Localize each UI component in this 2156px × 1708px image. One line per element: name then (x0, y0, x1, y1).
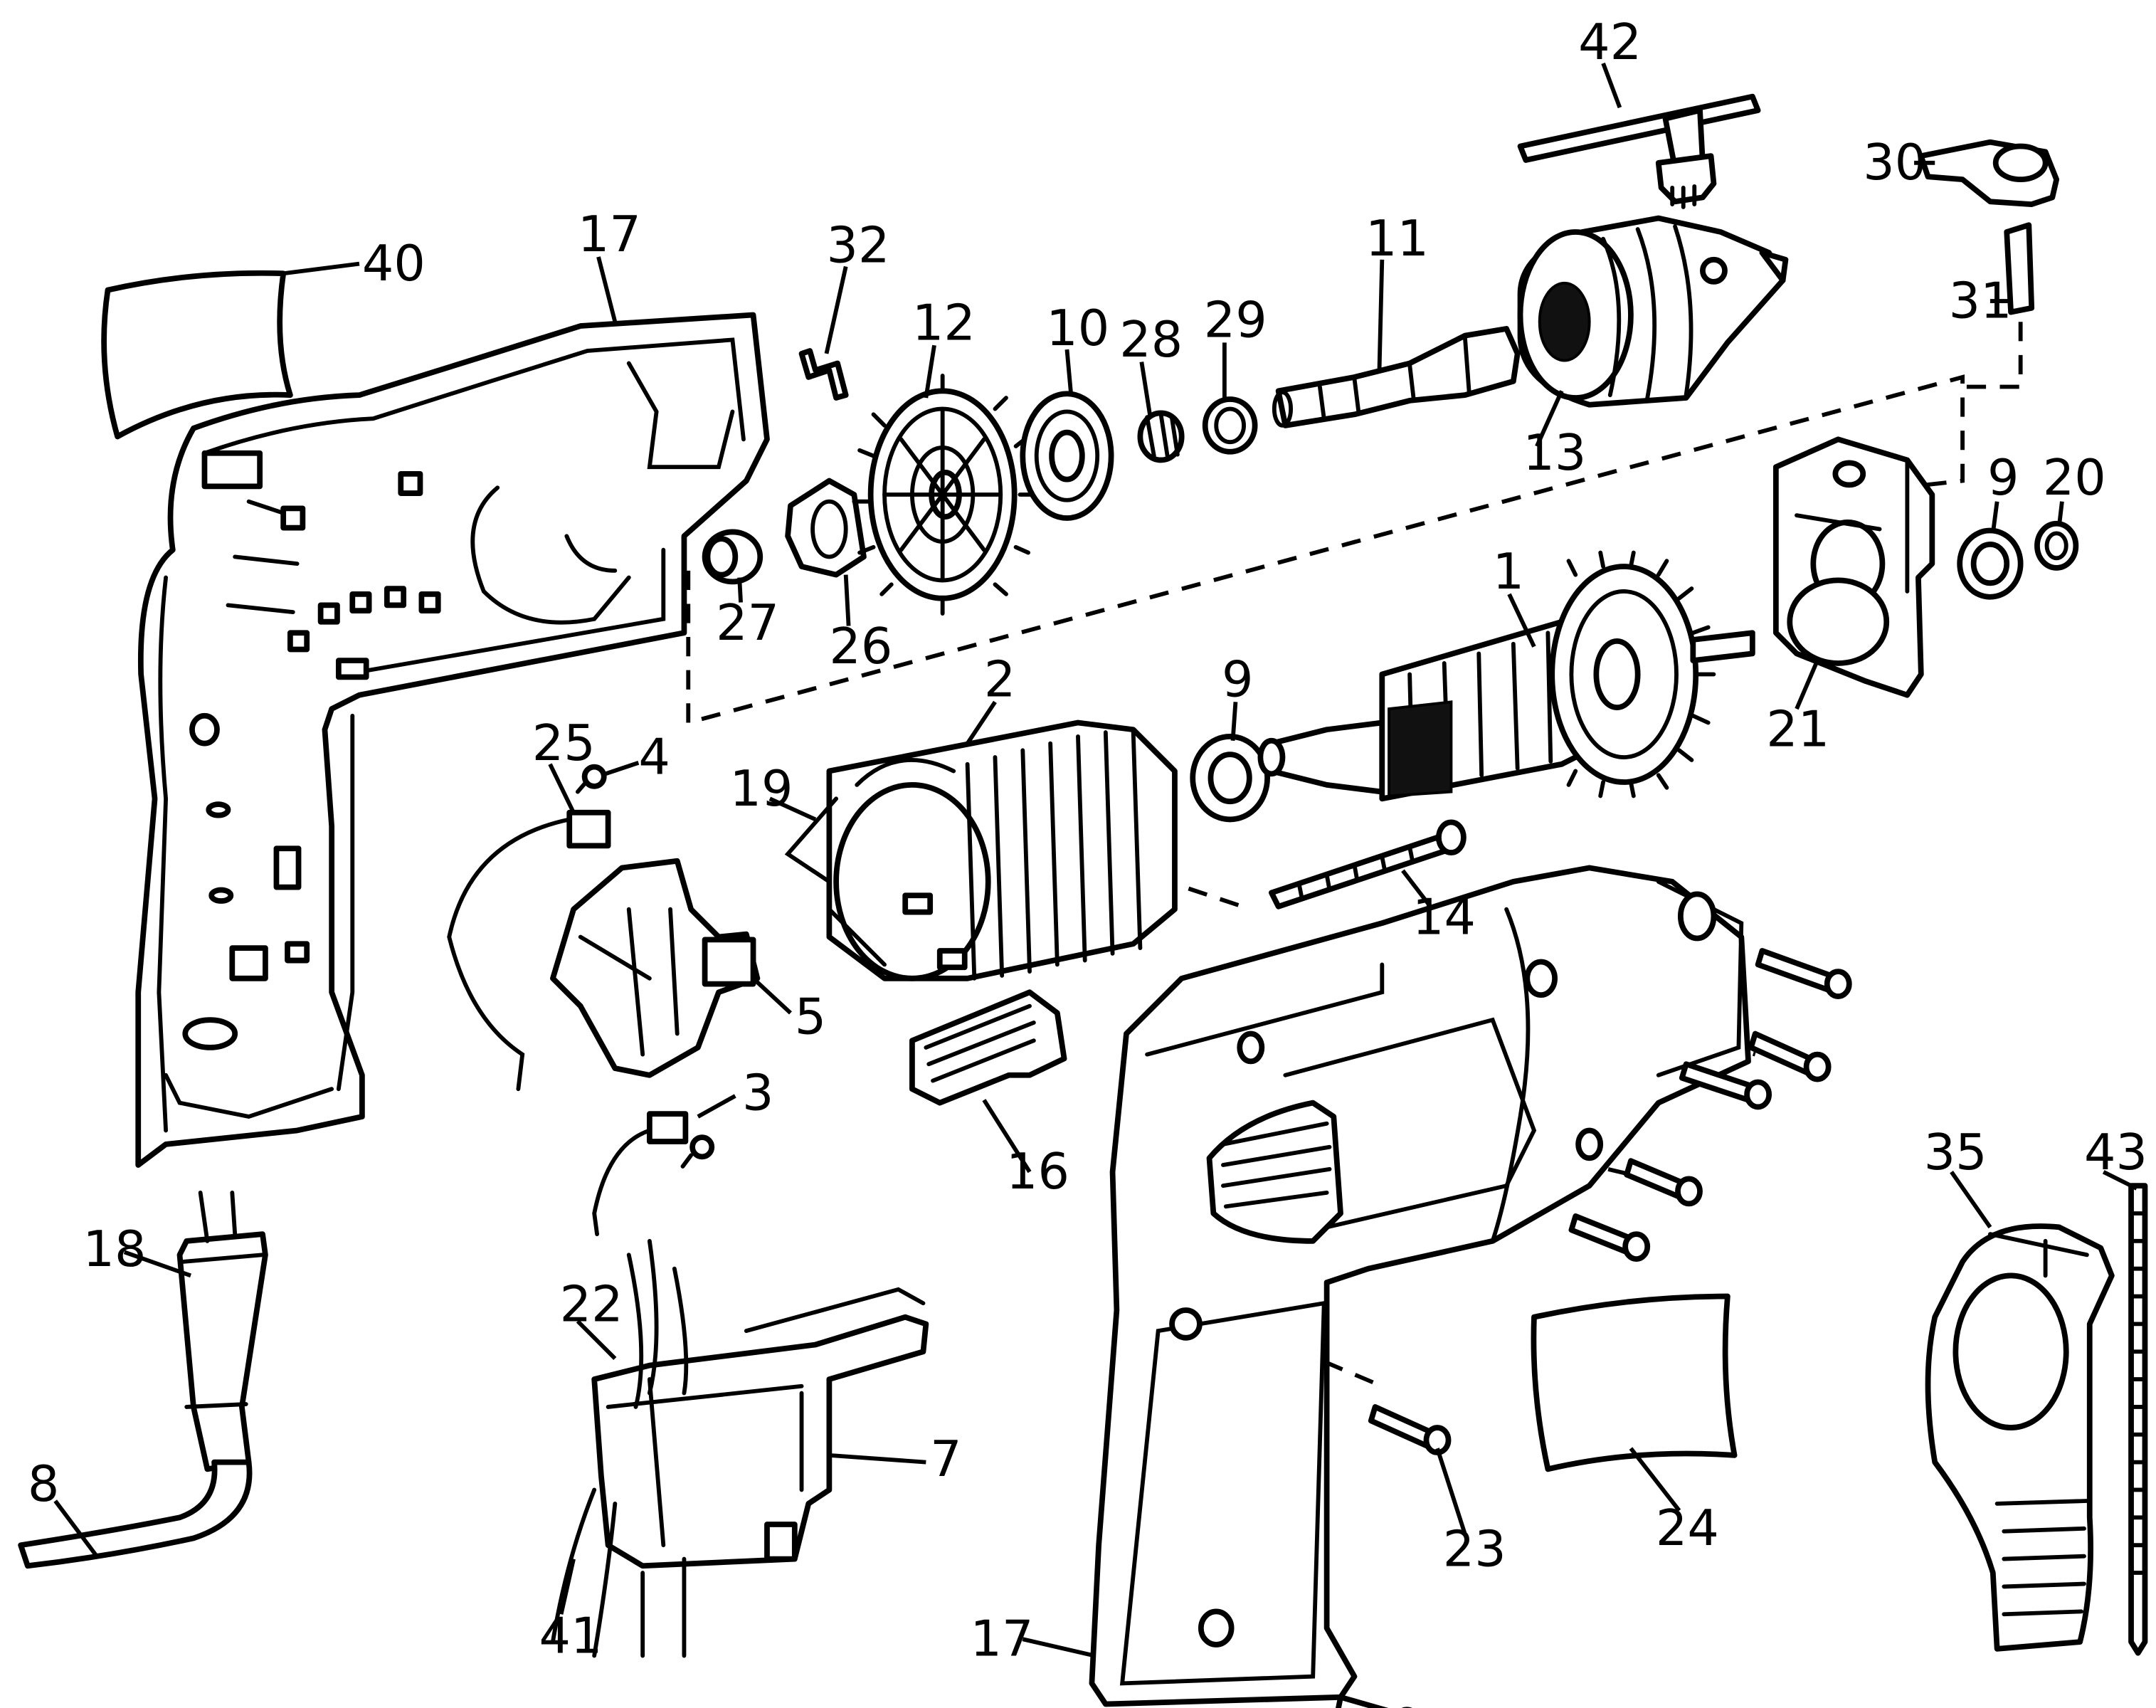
bearing-9-lower (1190, 734, 1270, 823)
callout-29: 29 (1204, 292, 1267, 349)
callout-31: 31 (1949, 272, 2012, 330)
callout-25: 25 (532, 715, 596, 772)
callout-10: 10 (1046, 300, 1109, 357)
callout-1: 1 (1493, 543, 1524, 601)
bearing-9-upper (1957, 527, 2024, 600)
right-housing-half-17 (1089, 865, 1751, 1707)
callout-26: 26 (829, 618, 892, 675)
callout-42: 42 (1578, 14, 1642, 71)
depth-rod-43 (2128, 1183, 2148, 1656)
callout-9-upper: 9 (1987, 449, 2019, 507)
bearing-10 (1020, 391, 1114, 521)
switch-cover-16 (909, 989, 1067, 1106)
callout-19: 19 (730, 760, 793, 818)
callout-12: 12 (912, 294, 976, 352)
clip-32 (798, 348, 849, 401)
callout-24: 24 (1656, 1499, 1719, 1557)
brush-holder-5 (550, 858, 761, 1078)
side-handle-35 (1925, 1223, 2115, 1652)
callout-2: 2 (984, 651, 1015, 709)
housing-screws (1336, 948, 1852, 1708)
bushing-27 (702, 529, 763, 585)
callout-23: 23 (1443, 1520, 1506, 1578)
callout-13: 13 (1523, 424, 1586, 482)
callout-14: 14 (1412, 889, 1476, 947)
callout-4: 4 (638, 728, 670, 786)
gear-hub-26 (785, 478, 867, 578)
callout-40: 40 (362, 235, 426, 292)
pin-31 (2004, 222, 2035, 315)
screw-23 (1368, 1404, 1452, 1455)
lever-30 (1918, 139, 2060, 208)
callout-28: 28 (1119, 311, 1183, 369)
label-sheet-24 (1531, 1293, 1738, 1472)
gear-case-21 (1772, 436, 1935, 698)
leader-lines (53, 62, 2138, 1658)
callout-21: 21 (1766, 701, 1829, 759)
chuck-key-42 (1517, 93, 1761, 209)
gear-12 (852, 374, 1036, 616)
callout-43: 43 (2084, 1124, 2147, 1181)
spring-4 (575, 764, 607, 794)
callout-9-lower: 9 (1222, 651, 1253, 709)
armature-1 (1257, 550, 1755, 802)
power-cord-8 (18, 1459, 253, 1569)
label-sheet-40 (101, 270, 293, 440)
switch-7 (591, 1287, 929, 1569)
callout-32: 32 (826, 217, 889, 275)
chuck-13 (1517, 215, 1789, 408)
washer-20 (2034, 520, 2079, 571)
callout-18: 18 (83, 1221, 147, 1278)
field-stator-2 (784, 719, 1178, 981)
spring-28 (1137, 410, 1185, 463)
callout-labels: 40 17 32 12 10 28 29 11 42 30 31 13 27 2… (28, 14, 2147, 1667)
callout-3: 3 (742, 1064, 773, 1122)
callout-22: 22 (560, 1275, 623, 1333)
callout-35: 35 (1924, 1124, 1987, 1181)
callout-11: 11 (1365, 210, 1429, 268)
brush-25 (447, 809, 611, 1092)
callout-17-right-housing: 17 (970, 1611, 1033, 1668)
callout-16: 16 (1006, 1143, 1069, 1201)
callout-27: 27 (716, 594, 779, 652)
callout-17-left-housing: 17 (578, 206, 641, 263)
brush-3 (592, 1111, 715, 1237)
callout-41: 41 (539, 1608, 602, 1665)
callout-30: 30 (1863, 134, 1926, 191)
callout-8: 8 (28, 1455, 59, 1513)
callout-7: 7 (930, 1430, 961, 1488)
wire-lead-41 (551, 1238, 689, 1658)
cord-protector-18 (176, 1190, 268, 1472)
left-housing-half-17 (135, 312, 770, 1168)
screw-14 (1269, 819, 1467, 910)
callout-20: 20 (2043, 449, 2106, 507)
washer-29 (1202, 396, 1258, 455)
callout-5: 5 (795, 989, 826, 1046)
spindle-11 (1272, 326, 1521, 428)
